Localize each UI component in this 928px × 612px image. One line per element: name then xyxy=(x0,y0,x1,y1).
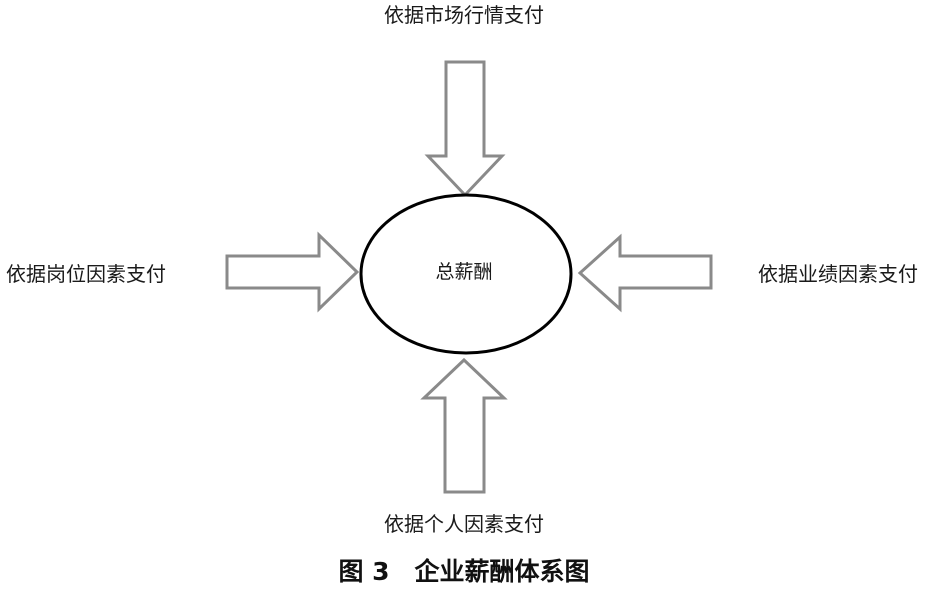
label-total-compensation: 总薪酬 xyxy=(435,261,493,283)
arrow-bottom-up xyxy=(420,357,508,494)
label-position-pay: 依据岗位因素支付 xyxy=(6,262,166,286)
label-market-pay: 依据市场行情支付 xyxy=(384,3,544,27)
arrow-top-down xyxy=(424,60,506,198)
figure-caption: 图 3 企业薪酬体系图 xyxy=(338,557,590,586)
arrow-right-left xyxy=(577,233,713,313)
total-compensation-ellipse xyxy=(359,193,573,355)
arrow-left-right xyxy=(225,231,360,313)
label-personal-pay: 依据个人因素支付 xyxy=(384,512,544,536)
label-performance-pay: 依据业绩因素支付 xyxy=(758,262,918,286)
